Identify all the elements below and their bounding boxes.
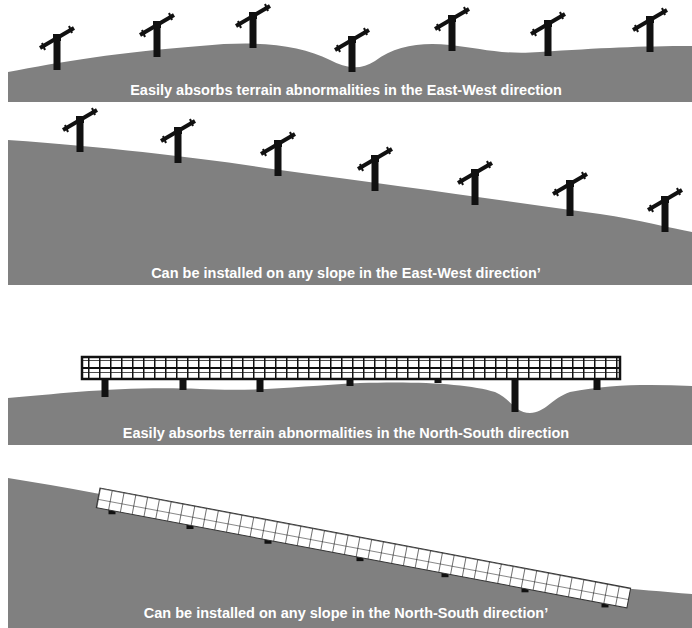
panel <box>236 6 270 26</box>
post <box>545 24 552 56</box>
panel <box>63 110 97 130</box>
panel <box>633 10 667 30</box>
post <box>647 20 654 52</box>
panel <box>161 121 195 141</box>
post <box>512 378 519 412</box>
panel <box>458 163 492 183</box>
post <box>662 200 669 232</box>
terrain <box>8 140 692 285</box>
tracker-table <box>96 488 630 608</box>
tracker-row <box>40 4 667 72</box>
panel <box>531 14 565 34</box>
post <box>567 184 574 216</box>
post <box>102 378 109 397</box>
post <box>77 120 84 152</box>
panel <box>553 174 587 194</box>
panel <box>140 15 174 35</box>
post <box>250 16 257 48</box>
panel <box>358 149 392 169</box>
post <box>54 38 61 70</box>
panel <box>40 28 74 48</box>
caption-label: Easily absorbs terrain abnormalities in … <box>0 80 692 100</box>
panel <box>648 190 682 210</box>
post <box>449 19 456 51</box>
panel <box>335 30 369 50</box>
panel <box>261 134 295 154</box>
post <box>154 25 161 57</box>
post <box>349 40 356 72</box>
panel <box>435 9 469 29</box>
post <box>175 131 182 163</box>
tracker-row <box>63 108 682 232</box>
tracker-table <box>82 357 620 412</box>
caption-label: Can be installed on any slope in the Eas… <box>0 263 692 283</box>
caption-label: Easily absorbs terrain abnormalities in … <box>0 423 692 443</box>
post <box>372 159 379 191</box>
post <box>275 144 282 176</box>
caption-label: Can be installed on any slope in the Nor… <box>0 603 692 623</box>
post <box>472 173 479 205</box>
